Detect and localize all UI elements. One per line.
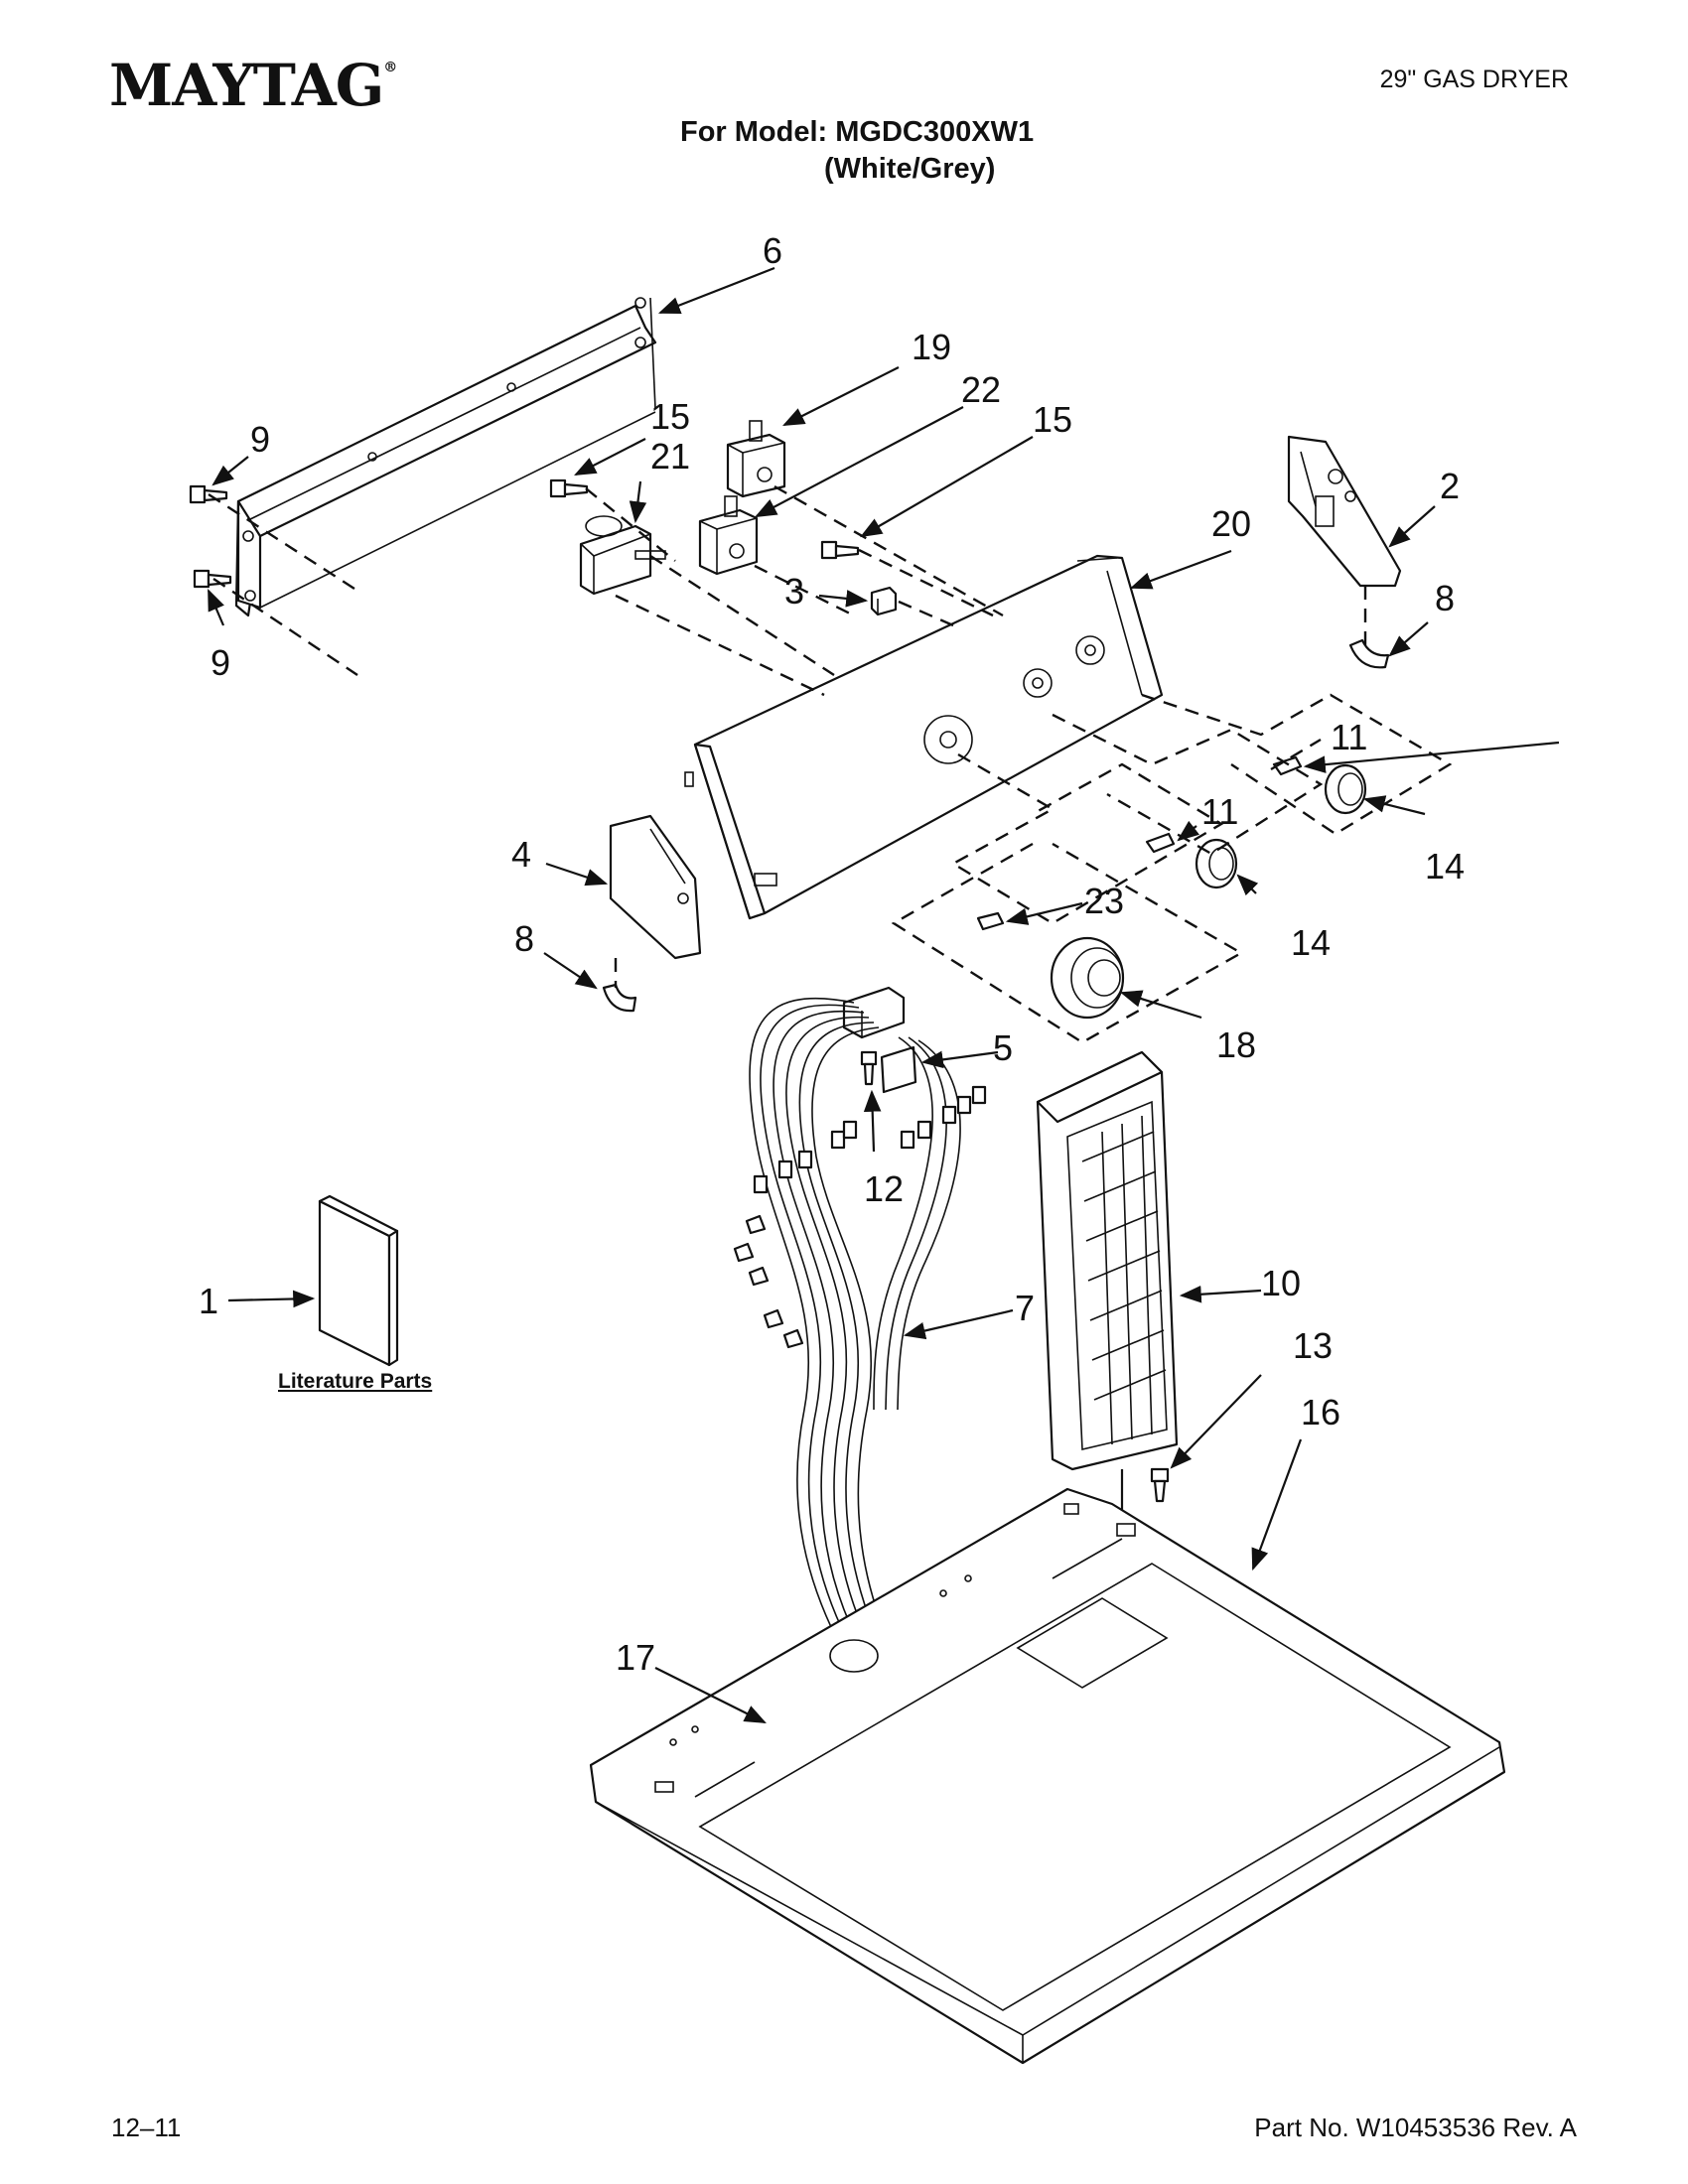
part-selector-switch-22 xyxy=(698,495,759,576)
part-clip-11-lower xyxy=(1145,832,1176,854)
callout-20: 20 xyxy=(1211,503,1251,544)
part-knob-14-upper xyxy=(1324,763,1367,815)
product-title: 29" GAS DRYER xyxy=(1379,66,1569,93)
part-screw-15-left xyxy=(549,478,589,498)
callout-7: 7 xyxy=(1015,1288,1035,1328)
part-top-panel xyxy=(589,1487,1506,2065)
part-back-brace xyxy=(234,297,657,617)
callout-11-upper: 11 xyxy=(1331,717,1367,757)
callout-9-lower: 9 xyxy=(211,642,230,683)
callout-8-right: 8 xyxy=(1435,578,1455,618)
callout-18: 18 xyxy=(1216,1024,1256,1065)
part-bracket-5 xyxy=(880,1045,917,1094)
part-clip-23 xyxy=(976,911,1005,931)
part-knob-14-lower xyxy=(1195,838,1238,889)
assembly-dashed-lines xyxy=(208,484,1453,1044)
callout-22: 22 xyxy=(961,369,1001,410)
part-knob-18 xyxy=(1050,936,1125,1020)
callout-6: 6 xyxy=(763,230,782,271)
callout-leaders xyxy=(207,266,1560,1723)
callout-13: 13 xyxy=(1293,1325,1333,1366)
part-screw-9-upper xyxy=(189,484,228,504)
part-screw-9-lower xyxy=(193,569,232,589)
callout-10: 10 xyxy=(1261,1263,1301,1303)
part-lint-screen xyxy=(1036,1050,1179,1549)
callout-11-lower: 11 xyxy=(1201,791,1238,832)
callout-numbers: 6 9 9 15 21 19 22 15 3 20 2 8 11 14 11 1… xyxy=(199,230,1465,1678)
callout-14-upper: 14 xyxy=(1425,846,1465,887)
part-timer-switch xyxy=(579,515,666,596)
callout-2: 2 xyxy=(1440,466,1460,506)
brand-name: MAYTAG xyxy=(109,52,384,119)
callout-1: 1 xyxy=(199,1281,218,1321)
callout-19: 19 xyxy=(912,327,951,367)
part-wire-harness xyxy=(733,997,987,1654)
callout-3: 3 xyxy=(784,571,804,612)
callout-15-left: 15 xyxy=(650,396,690,437)
callout-21: 21 xyxy=(650,436,690,477)
part-screw-15-right xyxy=(820,540,860,560)
callout-15-right: 15 xyxy=(1033,399,1072,440)
callout-17: 17 xyxy=(616,1637,655,1678)
registered-mark: ® xyxy=(383,60,397,75)
callout-16: 16 xyxy=(1301,1392,1340,1433)
part-clip-3 xyxy=(870,586,898,616)
callout-9-upper: 9 xyxy=(250,419,270,460)
part-connector-block xyxy=(842,986,906,1039)
part-literature xyxy=(318,1194,399,1367)
part-end-cap-left xyxy=(609,814,702,960)
part-screw-12 xyxy=(860,1050,878,1086)
callout-12: 12 xyxy=(864,1168,904,1209)
part-clip-8-left xyxy=(602,983,637,1013)
brand-logo: MAYTAG® xyxy=(109,52,397,119)
part-number: Part No. W10453536 Rev. A xyxy=(1254,2113,1577,2142)
callout-23: 23 xyxy=(1084,881,1124,921)
callout-8-left: 8 xyxy=(514,918,534,959)
date-code: 12–11 xyxy=(111,2113,182,2142)
part-console xyxy=(684,554,1164,920)
model-number: For Model: MGDC300XW1 xyxy=(680,116,1035,148)
callout-4: 4 xyxy=(511,834,531,875)
model-heading: For Model: MGDC300XW1 (White/Grey) xyxy=(616,114,1072,188)
part-selector-switch-19 xyxy=(726,420,786,498)
literature-parts-label: Literature Parts xyxy=(278,1370,433,1393)
callout-14-lower: 14 xyxy=(1291,922,1331,963)
part-clip-8-right xyxy=(1348,638,1390,669)
model-color: (White/Grey) xyxy=(824,153,996,185)
callout-5: 5 xyxy=(993,1027,1013,1068)
part-screw-13 xyxy=(1150,1467,1170,1503)
part-end-cap-right xyxy=(1287,435,1402,588)
part-clip-11-upper xyxy=(1272,755,1303,776)
